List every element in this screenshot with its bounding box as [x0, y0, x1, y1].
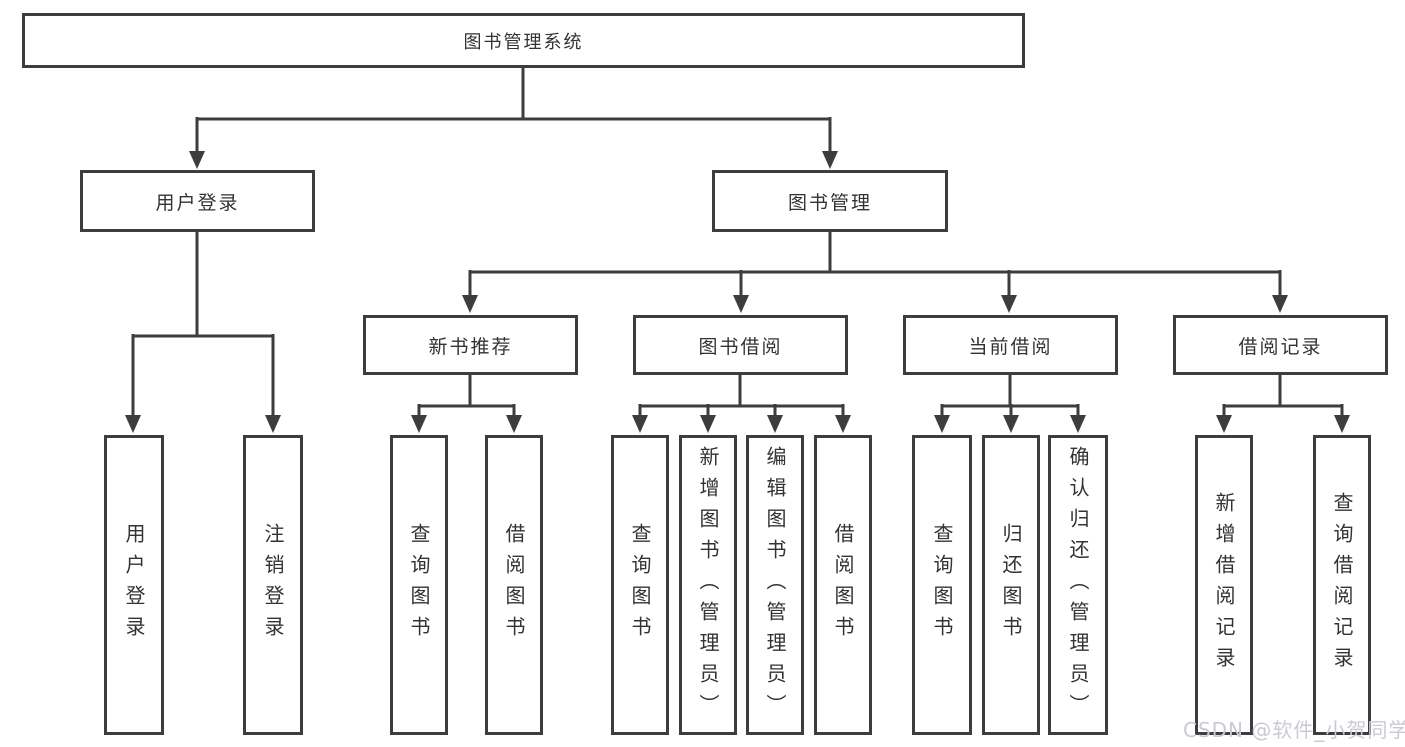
node-bb-edit-book-admin: 编辑图书（管理员）: [746, 435, 804, 735]
node-book-borrow: 图书借阅: [633, 315, 848, 375]
node-logout-label: 注销登录: [261, 523, 285, 647]
node-user-login-branch-label: 用户登录: [155, 191, 240, 214]
node-bb-borrow-book-label: 借阅图书: [831, 523, 855, 647]
node-book-management: 图书管理: [712, 170, 948, 232]
node-bb-add-book-admin-label: 新增图书（管理员）: [696, 445, 720, 725]
node-user-login-leaf-label: 用户登录: [122, 523, 146, 647]
node-logout: 注销登录: [243, 435, 303, 735]
node-user-login-leaf: 用户登录: [104, 435, 164, 735]
node-nb-borrow-book: 借阅图书: [485, 435, 543, 735]
node-new-book-recommend: 新书推荐: [363, 315, 578, 375]
node-current-borrow: 当前借阅: [903, 315, 1118, 375]
node-borrow-records-label: 借阅记录: [1238, 335, 1323, 358]
node-nb-query-book-label: 查询图书: [407, 523, 431, 647]
node-cb-confirm-return-admin-label: 确认归还（管理员）: [1066, 445, 1090, 725]
node-root-label: 图书管理系统: [463, 31, 584, 53]
node-new-book-recommend-label: 新书推荐: [428, 335, 513, 358]
node-current-borrow-label: 当前借阅: [968, 335, 1053, 358]
node-borrow-records: 借阅记录: [1173, 315, 1388, 375]
node-br-query-record: 查询借阅记录: [1313, 435, 1371, 735]
node-nb-borrow-book-label: 借阅图书: [502, 523, 526, 647]
node-cb-confirm-return-admin: 确认归还（管理员）: [1048, 435, 1108, 735]
node-bb-add-book-admin: 新增图书（管理员）: [679, 435, 737, 735]
node-root: 图书管理系统: [22, 13, 1025, 68]
node-cb-return-book-label: 归还图书: [999, 523, 1023, 647]
node-user-login-branch: 用户登录: [80, 170, 315, 232]
node-book-borrow-label: 图书借阅: [698, 335, 783, 358]
csdn-watermark: CSDN @软件_小贺同学: [1183, 718, 1405, 742]
node-cb-query-book: 查询图书: [912, 435, 972, 735]
node-cb-query-book-label: 查询图书: [930, 523, 954, 647]
node-bb-edit-book-admin-label: 编辑图书（管理员）: [763, 445, 787, 725]
node-cb-return-book: 归还图书: [982, 435, 1040, 735]
node-br-add-record: 新增借阅记录: [1195, 435, 1253, 735]
node-nb-query-book: 查询图书: [390, 435, 448, 735]
node-bb-query-book: 查询图书: [611, 435, 669, 735]
node-br-query-record-label: 查询借阅记录: [1330, 492, 1354, 678]
node-book-management-label: 图书管理: [787, 191, 872, 214]
node-bb-borrow-book: 借阅图书: [814, 435, 872, 735]
node-br-add-record-label: 新增借阅记录: [1212, 492, 1236, 678]
node-bb-query-book-label: 查询图书: [628, 523, 652, 647]
